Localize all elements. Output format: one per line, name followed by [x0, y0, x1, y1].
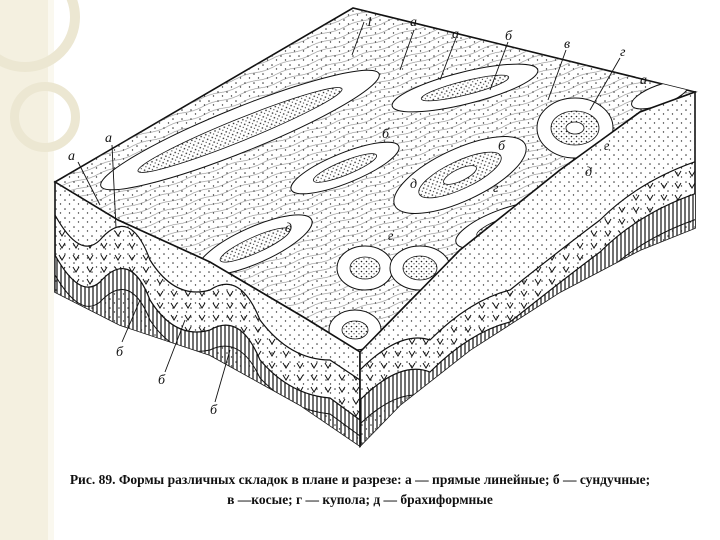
label-surface-2: б	[498, 139, 506, 154]
figure-caption: Рис. 89. Формы различных складок в плане…	[0, 470, 720, 510]
label-surface-7: д	[585, 165, 592, 180]
label-surface-3: д	[410, 177, 417, 192]
label-left-2: а	[68, 149, 75, 164]
label-surface-6: г	[493, 181, 499, 196]
label-section-3: б	[210, 403, 218, 418]
label-surface-9: а	[640, 73, 647, 88]
label-top-1: 1	[366, 15, 373, 30]
decorative-ring-top	[0, 0, 80, 72]
slide-side-stripe	[48, 0, 54, 540]
label-top-3: а	[452, 27, 459, 42]
label-section-2: б	[158, 373, 166, 388]
label-surface-5: г	[388, 229, 394, 244]
label-section-1: б	[116, 345, 124, 360]
label-top-2: а	[410, 15, 417, 30]
label-top-5: в	[564, 37, 570, 52]
label-top-4: б	[505, 29, 513, 44]
label-surface-1: б	[382, 127, 390, 142]
label-top-6: г	[620, 45, 626, 60]
caption-line-2: в —косые; г — купола; д — брахиформные	[227, 492, 493, 507]
caption-line-1: Рис. 89. Формы различных складок в плане…	[69, 472, 651, 487]
label-leaders	[77, 21, 621, 403]
label-surface-8: г	[604, 139, 610, 154]
fold-block-diagram: 1 а а б в г а а б б д д г г д г а б б б	[53, 7, 698, 448]
decorative-ring-middle	[10, 82, 80, 152]
label-left-1: а	[105, 131, 112, 146]
label-surface-4: д	[285, 221, 292, 236]
